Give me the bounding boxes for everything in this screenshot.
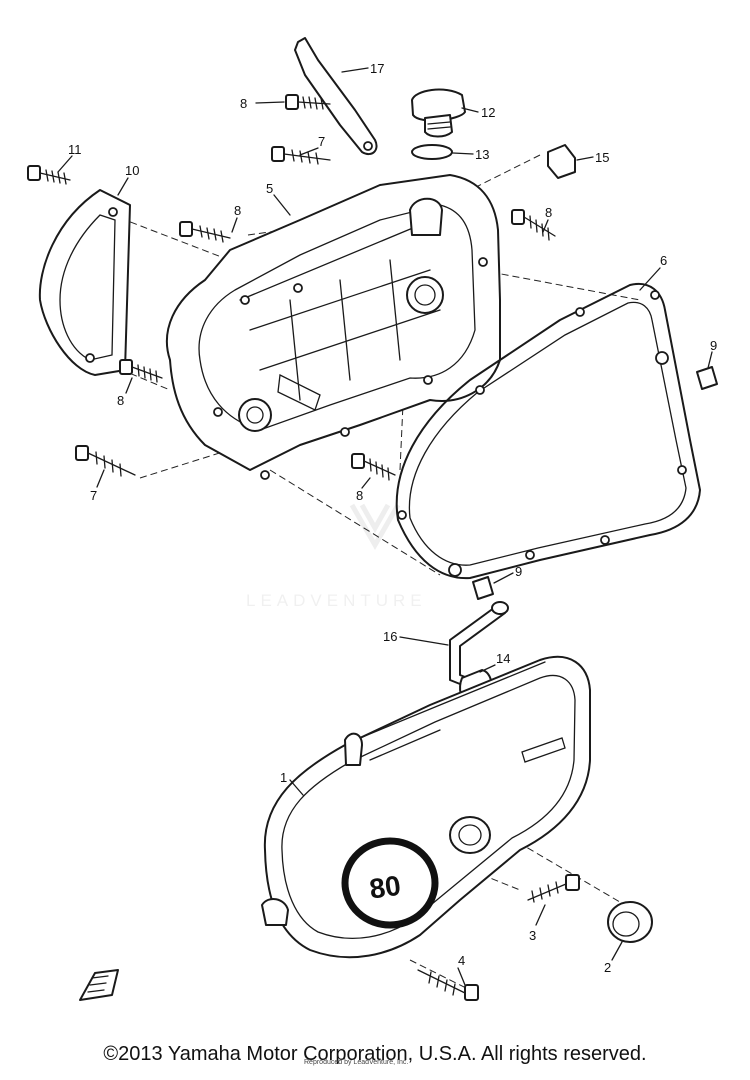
callout-8: 8 [240, 96, 247, 111]
part-1-outer-cover: 80 [261, 655, 591, 959]
part-13-o-ring [411, 144, 453, 160]
callout-2: 2 [604, 960, 611, 975]
part-6-gasket [395, 282, 701, 580]
callout-8: 8 [545, 205, 552, 220]
part-10-cover [38, 189, 131, 376]
leader-lines [57, 67, 713, 986]
bolts [27, 94, 580, 1001]
part-7-bolt [271, 146, 331, 165]
callout-5: 5 [266, 181, 273, 196]
part-8-bolt [351, 453, 396, 481]
part-8-bolt [511, 209, 556, 241]
part-5-crankcase-cover [165, 174, 501, 480]
part-11-bolt [27, 165, 71, 185]
watermark-text: LEADVENTURE [246, 591, 427, 610]
part-3-bolt [527, 874, 580, 903]
part-7-bolt [75, 445, 136, 477]
callout-8: 8 [234, 203, 241, 218]
callout-7: 7 [90, 488, 97, 503]
watermark-logo: LEADVENTURE [246, 503, 427, 610]
callout-6: 6 [660, 253, 667, 268]
callout-1: 1 [280, 770, 287, 785]
part-2-cap [607, 901, 653, 943]
callout-12: 12 [481, 105, 495, 120]
callout-17: 15 [595, 150, 609, 165]
part-8-bolt [285, 94, 331, 110]
callouts: 17 8 12 7 13 15 11 10 5 8 8 6 9 8 7 8 9 … [68, 61, 717, 975]
callout-3: 3 [529, 928, 536, 943]
part-9-dowel-pins [472, 366, 718, 600]
part-8-bolt [119, 359, 163, 383]
callout-10: 10 [125, 163, 139, 178]
part-8-bolt [179, 221, 231, 243]
copyright-notice: ©2013 Yamaha Motor Corporation, U.S.A. A… [103, 1043, 647, 1065]
callout-13: 13 [475, 147, 489, 162]
callout-8: 8 [117, 393, 124, 408]
model-badge-text: 80 [368, 870, 403, 905]
callout-8: 8 [356, 488, 363, 503]
part-4-bolt [417, 969, 479, 1001]
callout-16: 17 [370, 61, 384, 76]
callout-4: 4 [458, 953, 465, 968]
reproduction-note: Reproduced by LeadVenture, Inc. [304, 1059, 409, 1066]
direction-logo [79, 969, 119, 1001]
callout-15: 16 [383, 629, 397, 644]
part-17-cap-plug [547, 144, 576, 179]
part-12-filler-cap [411, 88, 466, 138]
model-badge-ring [341, 837, 439, 929]
part-16-bracket [294, 37, 378, 156]
callout-7: 7 [318, 134, 325, 149]
callout-14: 14 [496, 651, 510, 666]
callout-9: 9 [515, 564, 522, 579]
callout-11: 11 [68, 142, 82, 157]
callout-9: 9 [710, 338, 717, 353]
